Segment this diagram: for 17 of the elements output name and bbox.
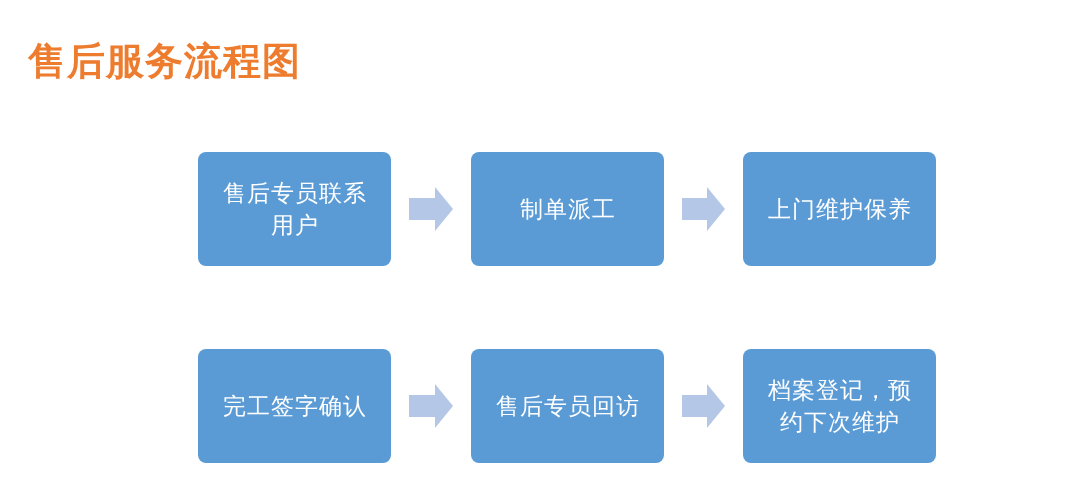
block-arrow (409, 187, 453, 231)
box-label: 上门维护保养 (767, 195, 912, 224)
process-box (743, 152, 936, 266)
box-label: 制单派工 (519, 195, 616, 224)
box-label: 档案登记，预约下次维护 (766, 376, 913, 437)
box-label: 售后专员联系用户 (221, 179, 368, 240)
process-box (471, 152, 664, 266)
block-arrow (682, 384, 725, 428)
block-arrow (682, 187, 725, 231)
process-box (743, 349, 936, 463)
process-box (471, 349, 664, 463)
box-label: 完工签字确认 (222, 392, 367, 421)
title: 售后服务流程图 (28, 38, 301, 85)
process-box (198, 152, 391, 266)
box-label: 售后专员回访 (495, 392, 640, 421)
block-arrow (409, 384, 453, 428)
process-box (198, 349, 391, 463)
